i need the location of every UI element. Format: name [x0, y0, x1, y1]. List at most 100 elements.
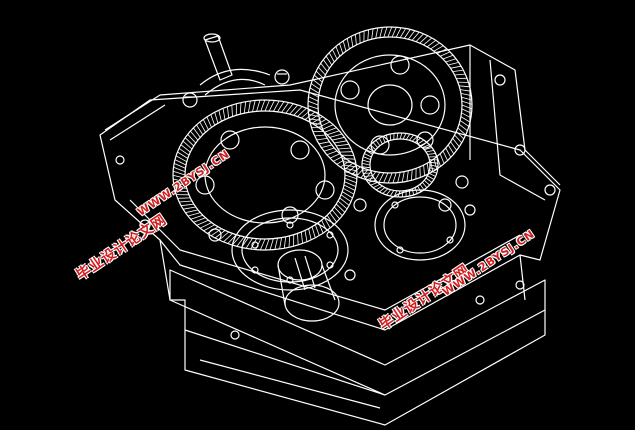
gear-tooth: [454, 73, 466, 76]
gear-tooth: [361, 163, 371, 166]
gear-tooth: [190, 130, 199, 141]
base-plate: [169, 269, 546, 426]
gear-tooth: [386, 189, 392, 196]
gear-tooth: [406, 170, 409, 182]
gear-tooth: [206, 116, 212, 128]
gear-tooth: [318, 121, 331, 128]
gear-tooth: [456, 131, 465, 140]
gear-tooth: [346, 38, 350, 49]
gear-tooth: [378, 172, 385, 183]
right-bearing-cap: [374, 189, 466, 261]
housing-rim: [104, 44, 561, 231]
gear-tooth: [177, 151, 188, 159]
gear-tooth: [429, 161, 438, 164]
gear-tooth: [428, 172, 436, 177]
gear-tooth: [378, 138, 383, 145]
gear-tooth: [308, 96, 319, 102]
gear-tooth: [308, 113, 320, 122]
gear-tooth: [458, 123, 468, 132]
gear-tooth: [329, 153, 340, 159]
gear-tooth: [297, 107, 307, 117]
gear-tooth: [256, 99, 261, 112]
gear-tooth: [223, 233, 233, 243]
gear-tooth: [300, 231, 303, 244]
intermediate-gear: [172, 99, 358, 251]
gear-tooth: [460, 93, 472, 96]
gear-tooth: [401, 171, 405, 183]
gear-tooth: [419, 35, 428, 44]
gear-tooth: [422, 144, 430, 148]
gear-tooth: [427, 153, 436, 155]
gear-tooth: [411, 136, 418, 142]
gear-tooth: [308, 228, 312, 240]
gear-tooth: [365, 150, 373, 155]
gear-tooth: [405, 133, 411, 140]
gear-tooth: [173, 166, 186, 173]
gear-tooth: [342, 40, 347, 52]
gear-tooth: [372, 142, 378, 148]
gear-tooth: [318, 141, 330, 145]
gear-tooth: [385, 135, 389, 142]
gear-tooth: [273, 100, 280, 112]
gear-tooth: [314, 134, 326, 137]
gear-tooth: [310, 83, 321, 90]
gear-tooth: [180, 203, 194, 207]
gear-tooth: [447, 144, 455, 155]
gear-tooth: [419, 141, 427, 147]
gear-tooth: [392, 172, 397, 184]
gear-tooth: [289, 104, 299, 115]
gear-tooth: [383, 172, 389, 183]
gear-tooth: [321, 124, 334, 131]
gear-tooth: [450, 141, 458, 151]
gear-tooth: [450, 65, 462, 69]
gear-tooth: [281, 102, 289, 113]
gear-tooth: [331, 209, 340, 220]
gear-tooth: [436, 48, 447, 54]
gear-tooth: [452, 138, 460, 147]
gear-tooth: [210, 228, 222, 237]
gear-tooth: [363, 156, 371, 160]
gear-tooth: [362, 159, 371, 163]
gear-tooth: [370, 182, 378, 186]
gear-tooth: [222, 108, 226, 120]
gear-tooth: [173, 178, 186, 183]
gear-tooth: [324, 127, 337, 133]
gear-tooth: [175, 155, 187, 163]
gear-tooth: [196, 124, 204, 135]
gear-tooth: [338, 147, 351, 150]
gear-tooth: [173, 163, 186, 169]
gear-tooth: [459, 120, 470, 127]
gear-tooth: [312, 78, 322, 87]
gear-tooth: [172, 174, 186, 179]
gear-tooth: [343, 164, 357, 168]
gear-tooth: [343, 187, 355, 195]
gear-tooth: [445, 58, 457, 63]
gear-tooth: [379, 187, 386, 193]
gear-tooth: [440, 51, 451, 57]
gear-tooth: [344, 177, 357, 184]
gear-tooth: [173, 182, 187, 186]
gear-tooth: [414, 137, 421, 143]
gear-tooth: [311, 226, 316, 238]
gear-tooth: [214, 230, 226, 239]
gear-tooth: [366, 177, 375, 180]
gear-tooth: [315, 70, 324, 79]
gear-tooth: [429, 167, 438, 171]
gear-tooth: [207, 226, 219, 234]
output-shaft: [277, 249, 340, 322]
gear-tooth: [174, 159, 187, 166]
gear-tooth: [264, 99, 270, 112]
gear-tooth: [452, 69, 464, 72]
gear-tooth: [448, 62, 459, 66]
gear-tooth: [387, 172, 393, 184]
gear-tooth: [193, 217, 206, 223]
gear-tooth: [429, 170, 437, 174]
gear-tooth: [429, 164, 439, 167]
gear-tooth: [320, 63, 328, 72]
gear-tooth: [350, 36, 354, 47]
gear-tooth: [285, 103, 294, 114]
gear-tooth: [355, 34, 357, 45]
gear-tooth: [190, 214, 203, 220]
gear-tooth: [193, 127, 201, 138]
